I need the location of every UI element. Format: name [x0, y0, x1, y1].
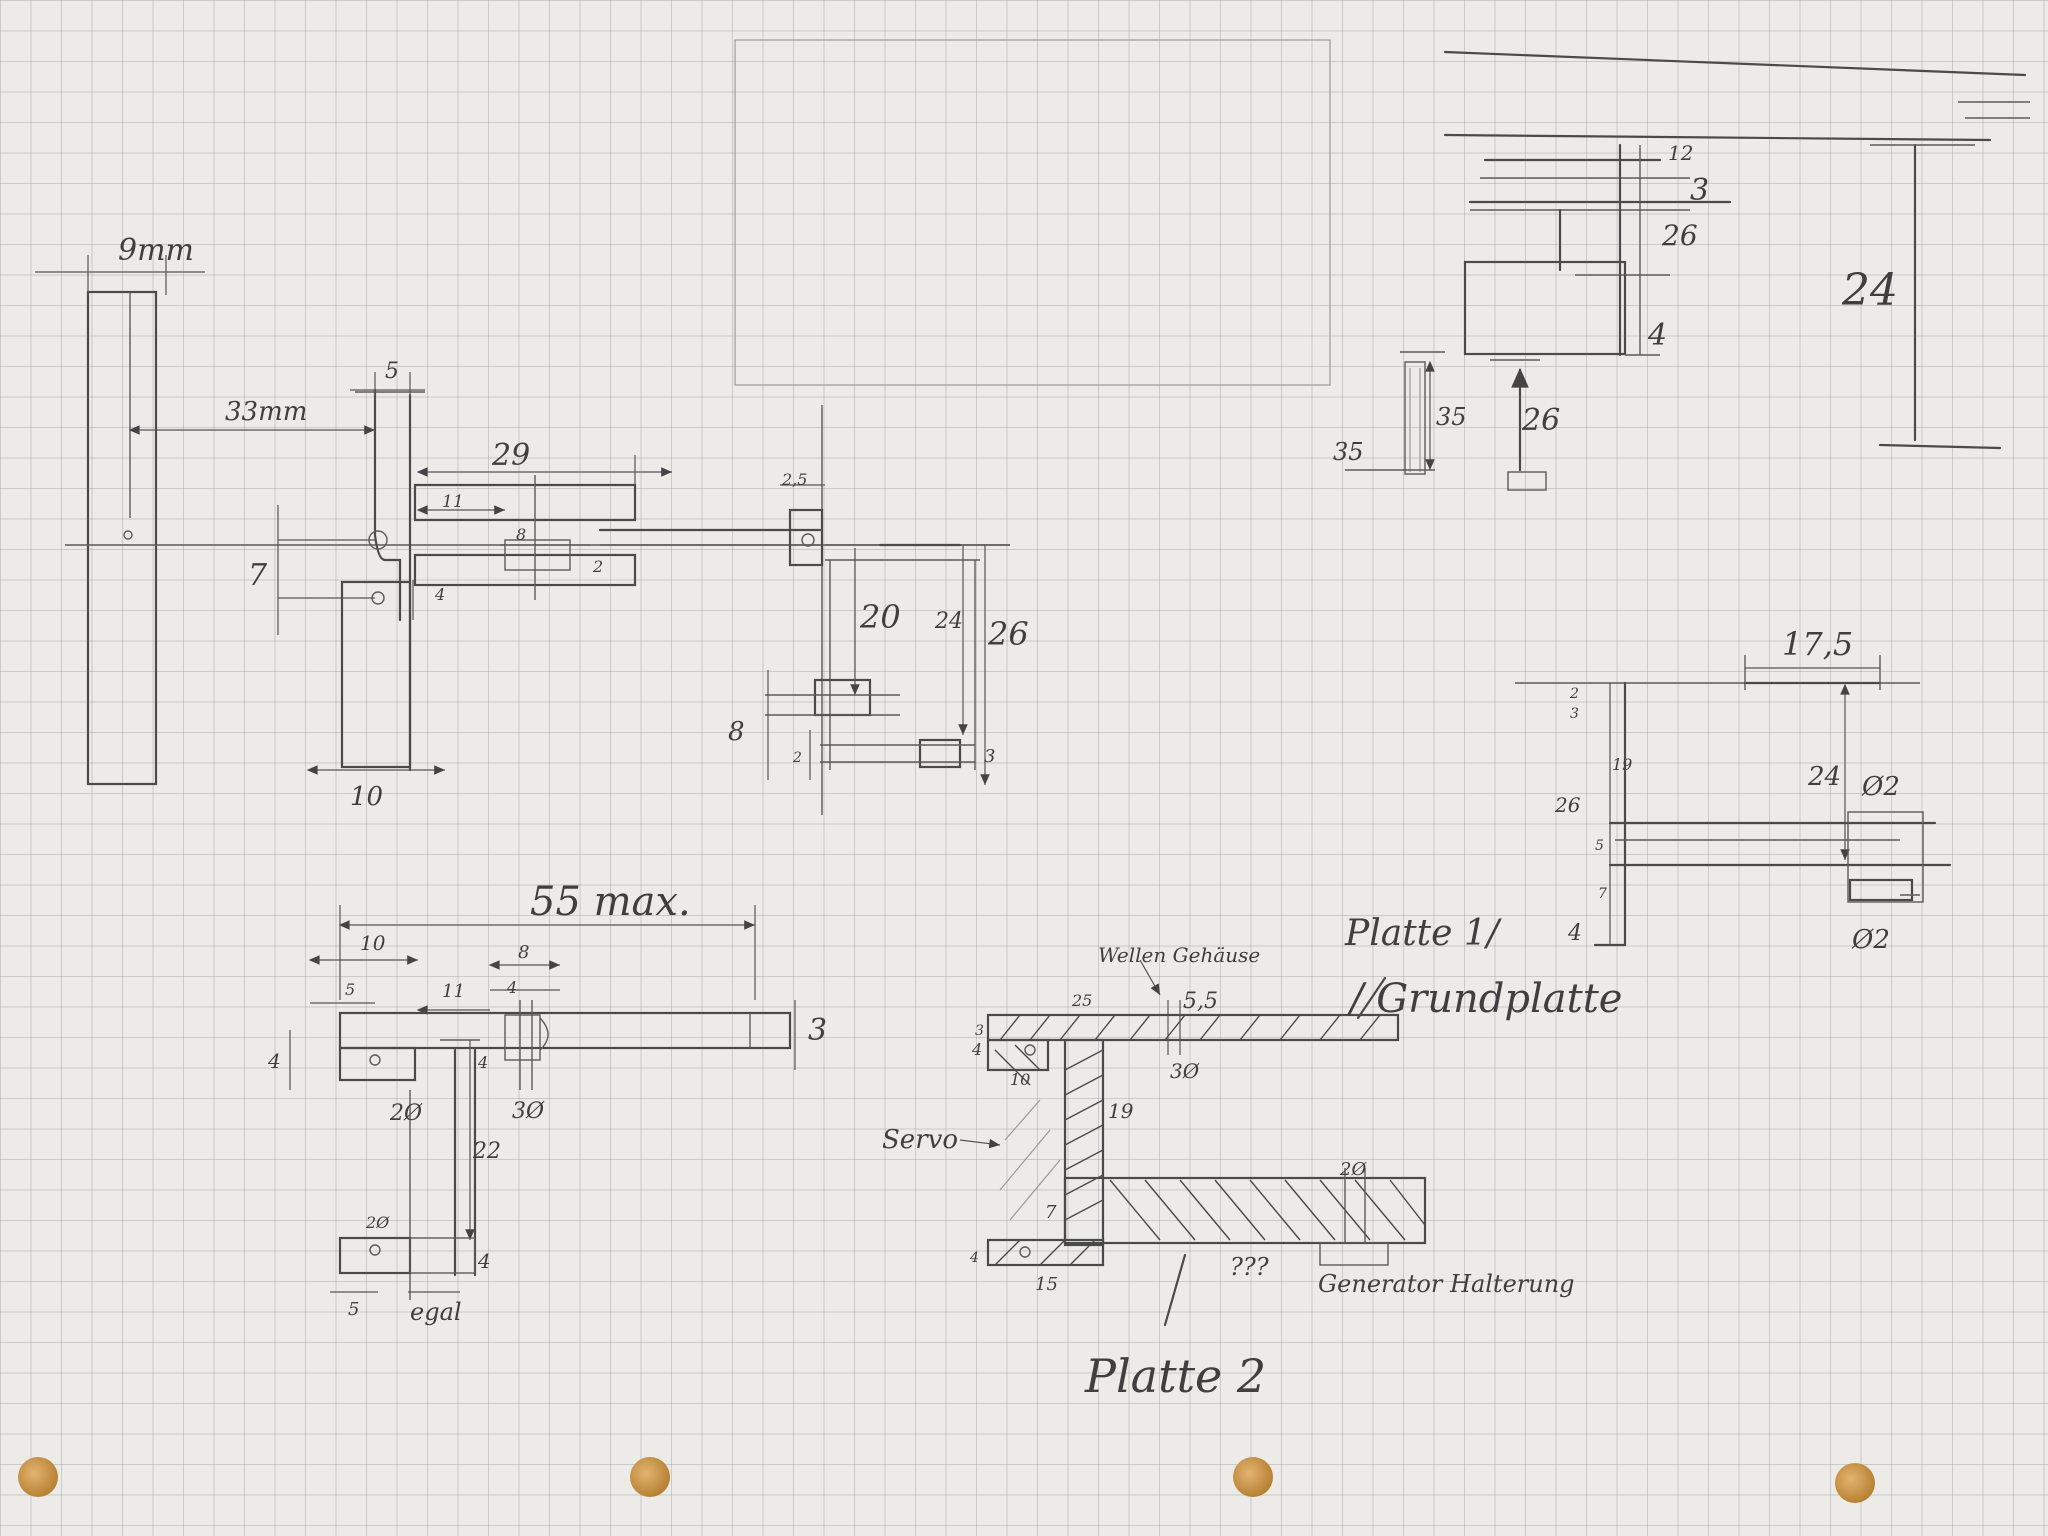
label-b-22: 22 [472, 1139, 501, 1164]
label-w-10: 10 [1010, 1070, 1030, 1089]
label-w-4: 4 [971, 1040, 982, 1059]
label-w-20: 2Ø [1339, 1159, 1367, 1180]
label-8a: 8 [516, 525, 526, 544]
label-platte-2: Platte 2 [1084, 1349, 1266, 1403]
punch-hole [1835, 1463, 1875, 1503]
bar-29-part [413, 483, 637, 522]
label-w-19: 19 [1108, 1099, 1134, 1123]
label-b-20b: 2Ø [365, 1213, 390, 1232]
dimension-labels: 9mm 33mm 5 29 11 8 2 7 4 10 2,5 20 24 26… [118, 141, 1900, 1403]
label-2a: 2 [592, 557, 603, 576]
label-tr-24: 24 [1841, 265, 1898, 316]
label-b-11: 11 [442, 981, 465, 1002]
punch-hole [18, 1457, 58, 1497]
label-tr-35a: 35 [1333, 438, 1364, 466]
label-b-4a: 4 [506, 978, 517, 997]
label-generator-halterung: Generator Halterung [1318, 1270, 1575, 1298]
label-tr-3: 3 [1690, 173, 1709, 208]
section-view [959, 959, 1427, 1327]
label-24a: 24 [934, 609, 963, 634]
label-2-5: 2,5 [781, 470, 807, 489]
label-r-7: 7 [1598, 886, 1607, 902]
bar-lower-part [413, 553, 637, 587]
label-3a: 3 [984, 746, 995, 767]
middle-top-assembly [765, 405, 1010, 815]
label-r-3: 3 [1570, 706, 1579, 722]
label-r-2: 2 [1569, 686, 1579, 702]
label-5a: 5 [385, 359, 399, 384]
bottom-left-assembly [289, 905, 796, 1300]
label-w-30: 3Ø [1170, 1059, 1200, 1083]
label-question-marks: ??? [1230, 1253, 1269, 1281]
label-w-5-5: 5,5 [1183, 989, 1218, 1014]
tall-bar-part [86, 290, 158, 786]
label-tr-26: 26 [1661, 219, 1698, 252]
erased-sketch-outline [734, 39, 1331, 386]
label-r-19: 19 [1612, 755, 1632, 774]
label-10a: 10 [350, 782, 383, 812]
label-grundplatte: / Grundplatte [1346, 976, 1622, 1022]
label-26a: 26 [987, 615, 1029, 653]
long-bar-part [338, 1011, 792, 1050]
label-r-d2a: Ø2 [1861, 772, 1900, 802]
label-w-15: 15 [1035, 1274, 1058, 1295]
label-b-4d: 4 [477, 1249, 491, 1273]
label-w-3: 3 [975, 1023, 984, 1039]
label-9mm: 9mm [118, 233, 194, 268]
label-20: 20 [859, 598, 901, 636]
label-b-8: 8 [518, 942, 529, 963]
label-7: 7 [248, 558, 268, 593]
label-platte-1: Platte 1/ [1344, 913, 1503, 954]
label-b-30: 3Ø [512, 1099, 545, 1124]
label-r-26: 26 [1554, 793, 1581, 817]
label-w-25: 25 [1071, 991, 1092, 1010]
label-b-5b: 5 [348, 1299, 359, 1320]
label-4a: 4 [434, 585, 445, 604]
label-b-10: 10 [360, 931, 386, 955]
label-wellen-gehaeuse: Wellen Gehäuse [1098, 943, 1260, 967]
label-servo: Servo [882, 1125, 958, 1155]
label-egal: egal [410, 1298, 462, 1326]
label-tr-4: 4 [1647, 318, 1667, 353]
label-29: 29 [491, 438, 530, 473]
label-17-5: 17,5 [1782, 625, 1853, 663]
label-tr-35b: 35 [1436, 403, 1467, 431]
grundplatte-plate [986, 1013, 1400, 1042]
label-2b: 2 [792, 750, 802, 766]
label-r-5: 5 [1595, 838, 1604, 854]
label-b-4b: 4 [267, 1049, 281, 1073]
vertical-column-section [1063, 1038, 1105, 1247]
label-r-4: 4 [1567, 921, 1582, 946]
left-top-assembly [35, 255, 1010, 786]
label-w-4b: 4 [969, 1250, 979, 1266]
punch-hole [1233, 1457, 1273, 1497]
label-11a: 11 [442, 492, 464, 512]
label-r-24: 24 [1807, 762, 1841, 792]
label-33mm: 33mm [225, 397, 307, 427]
label-b-4c: 4 [477, 1053, 488, 1072]
label-b-5: 5 [345, 980, 355, 999]
punch-hole [630, 1457, 670, 1497]
platte-2-plate [1063, 1176, 1427, 1245]
label-b-3: 3 [808, 1013, 827, 1048]
top-right-assembly [1345, 50, 2030, 491]
label-tr-12: 12 [1668, 141, 1693, 165]
label-b-20: 2Ø [389, 1101, 423, 1126]
label-55-max: 55 max. [530, 879, 691, 925]
label-tr-26b: 26 [1521, 403, 1560, 438]
label-r-d2b: Ø2 [1851, 925, 1890, 955]
label-w-7: 7 [1045, 1202, 1057, 1223]
right-middle-assembly [1515, 655, 1952, 947]
label-8b: 8 [728, 717, 745, 747]
